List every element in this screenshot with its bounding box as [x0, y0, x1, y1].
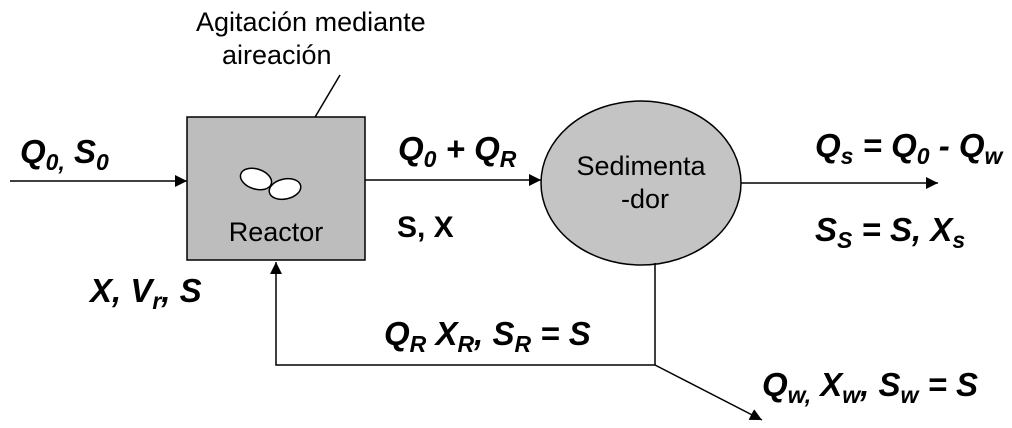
annotation-line-1: Agitación mediante: [196, 7, 426, 37]
waste-label: Qw, Xw, Sw = S: [762, 366, 978, 408]
reactor-label: Reactor: [229, 217, 324, 247]
settler-label-line-1: Sedimenta: [576, 151, 706, 181]
inflow-label: Q0, S0: [20, 133, 109, 175]
settler-ellipse: [540, 100, 742, 266]
recycle-label: QR XR, SR = S: [384, 315, 591, 357]
effluent-conc-label: SS = S, Xs: [815, 211, 965, 253]
reactor-out-flow-label: Q0 + QR: [398, 130, 517, 172]
aeration-bubble-left: [239, 167, 273, 191]
settler-label-line-2: -dor: [621, 184, 669, 214]
annotation-line-2: aireación: [222, 40, 332, 70]
aeration-bubble-right: [268, 177, 302, 201]
effluent-flow-label: Qs = Q0 - Qw: [815, 127, 1005, 169]
reactor-state-label: X, Vr, S: [88, 272, 202, 314]
reactor-out-conc-label: S, X: [397, 211, 454, 244]
waste-arrow: [654, 364, 763, 421]
recycle-arrow: [270, 262, 655, 366]
